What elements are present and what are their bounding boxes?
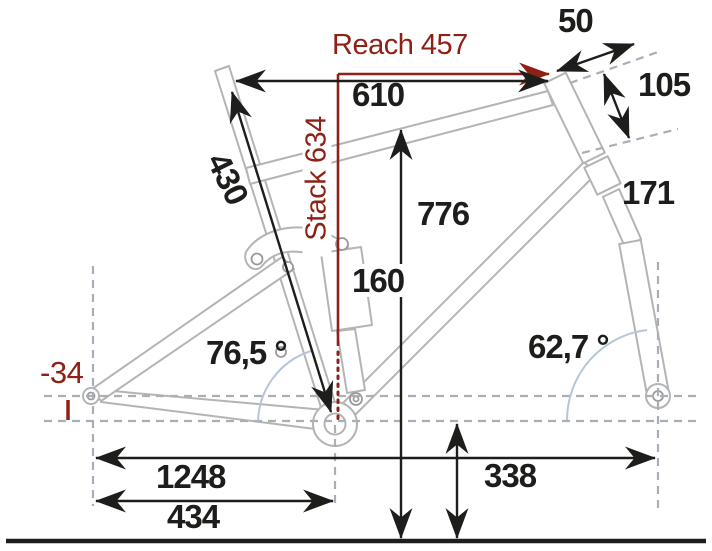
fork-171-label: 171 xyxy=(622,174,675,211)
stack-label: Stack 634 xyxy=(301,100,333,257)
bottom-bracket-inner xyxy=(323,412,347,436)
stem-50-label: 50 xyxy=(558,2,594,39)
seatstay-shape xyxy=(91,256,295,402)
seat-tube-dim-line xyxy=(229,91,334,413)
head-angle-label: 62,7 ° xyxy=(528,328,610,365)
seat-angle-label: 76,5 ° xyxy=(206,334,288,371)
dimension-lines xyxy=(95,42,656,539)
fork-lower-leg-shape xyxy=(618,239,670,406)
chainstay-434-label: 434 xyxy=(167,498,220,535)
reach-label: Reach 457 xyxy=(332,29,468,61)
top-tube-610-label: 610 xyxy=(352,76,405,113)
fork-crown-shape xyxy=(583,155,622,196)
travel-160-label: 160 xyxy=(349,264,408,297)
shock-bottom-eyelet-inner xyxy=(352,395,360,403)
shock-shaft-shape xyxy=(336,328,366,394)
bb-height-338-label: 338 xyxy=(484,457,537,494)
frame-outline xyxy=(82,65,671,447)
head-tube-shape xyxy=(543,71,606,165)
standover-776-label: 776 xyxy=(417,195,470,232)
bb-drop-label: -34 xyxy=(40,355,84,390)
head-angle-arc xyxy=(566,329,648,421)
head-tube-bottom-dashed xyxy=(581,127,679,155)
rocker-pivot-1 xyxy=(250,252,264,266)
stem-dim-line xyxy=(556,42,635,73)
wheelbase-1248-label: 1248 xyxy=(156,458,226,495)
head-tube-105-label: 105 xyxy=(638,66,691,103)
head-tube-dim-line xyxy=(602,73,631,139)
